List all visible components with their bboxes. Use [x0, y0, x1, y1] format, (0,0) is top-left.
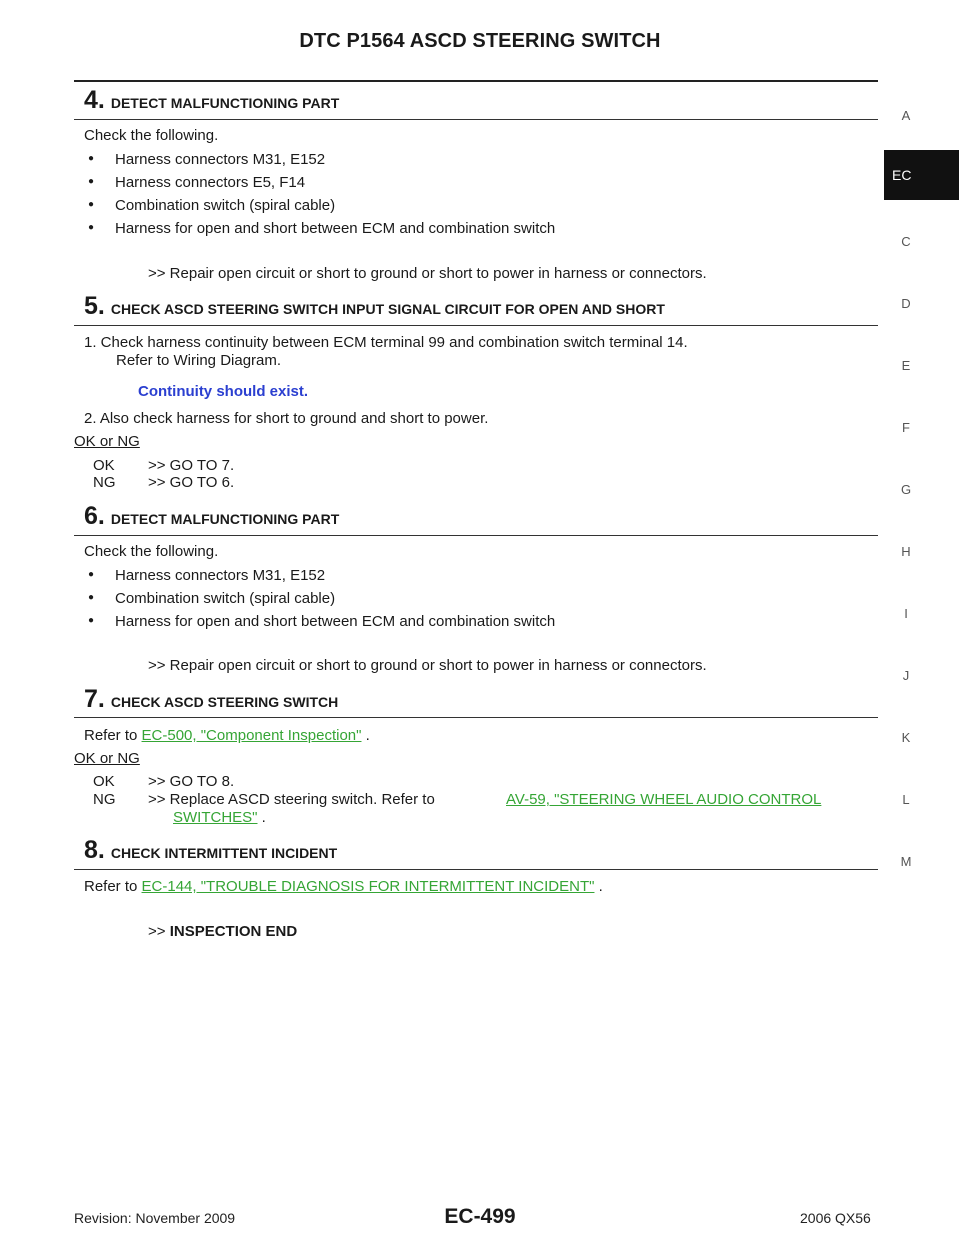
- step-divider: [74, 325, 878, 326]
- step-divider: [74, 717, 878, 718]
- step-number: 7.: [84, 685, 105, 713]
- ng-result: >> GO TO 6.: [148, 474, 235, 491]
- spec-text: Continuity should exist.: [138, 383, 309, 400]
- ok-label: OK: [93, 773, 115, 790]
- list-item: Combination switch (spiral cable): [115, 197, 336, 214]
- section-tab-ec-label: EC: [892, 167, 912, 183]
- list-item: Harness for open and short between ECM a…: [115, 220, 556, 237]
- procedure-item-2: 2. Also check harness for short to groun…: [84, 410, 489, 427]
- refer-line: Refer to EC-144, "TROUBLE DIAGNOSIS FOR …: [84, 877, 603, 896]
- step-title: CHECK INTERMITTENT INCIDENT: [110, 845, 338, 861]
- step-8-heading: 8. CHECK INTERMITTENT INCIDENT: [84, 836, 337, 865]
- model-year: 2006 QX56: [800, 1210, 871, 1226]
- step-7-heading: 7. CHECK ASCD STEERING SWITCH: [84, 685, 338, 714]
- list-item: Harness for open and short between ECM a…: [115, 613, 556, 630]
- step-number: 4.: [84, 86, 105, 114]
- bullet-icon: ●: [88, 592, 95, 603]
- step-title: CHECK ASCD STEERING SWITCH: [110, 694, 339, 710]
- inspection-end-line: >> INSPECTION END: [148, 922, 297, 941]
- procedure-item-1: 1. Check harness continuity between ECM …: [84, 334, 688, 351]
- section-tab-g[interactable]: G: [900, 482, 912, 497]
- refer-suffix: .: [361, 727, 370, 744]
- procedure-item-1-ref: Refer to Wiring Diagram.: [116, 352, 282, 369]
- step-divider: [74, 535, 878, 536]
- ok-result: >> GO TO 7.: [148, 457, 235, 474]
- section-tab-h[interactable]: H: [901, 544, 911, 559]
- bullet-icon: ●: [88, 615, 95, 626]
- ng-label: NG: [93, 474, 116, 491]
- ok-ng-label: OK or NG: [74, 433, 140, 450]
- steering-wheel-audio-link[interactable]: AV-59, "STEERING WHEEL AUDIO CONTROL: [506, 791, 822, 808]
- title-divider: [74, 80, 878, 82]
- bullet-icon: ●: [88, 176, 95, 187]
- step-number: 5.: [84, 292, 105, 320]
- section-tab-e[interactable]: E: [901, 358, 911, 373]
- end-prefix: >>: [148, 923, 170, 940]
- section-tab-ec-active[interactable]: EC: [884, 150, 959, 200]
- inspection-end: INSPECTION END: [169, 923, 298, 940]
- ng-result: >> Replace ASCD steering switch. Refer t…: [148, 791, 435, 808]
- section-tab-m[interactable]: M: [900, 854, 912, 869]
- ng-result-cont: SWITCHES" .: [173, 808, 266, 827]
- page-title: DTC P1564 ASCD STEERING SWITCH: [299, 30, 661, 52]
- bullet-icon: ●: [88, 222, 95, 233]
- step-title: DETECT MALFUNCTIONING PART: [110, 511, 340, 527]
- section-tab-l[interactable]: L: [902, 792, 910, 807]
- revision-date: Revision: November 2009: [74, 1210, 236, 1226]
- step-number: 8.: [84, 836, 105, 864]
- section-tab-d[interactable]: D: [901, 296, 911, 311]
- bullet-icon: ●: [88, 569, 95, 580]
- section-tab-c[interactable]: C: [901, 234, 911, 249]
- list-item: Harness connectors M31, E152: [115, 567, 326, 584]
- step-intro: Check the following.: [84, 543, 219, 560]
- step-divider: [74, 119, 878, 120]
- page-number: EC-499: [444, 1205, 516, 1228]
- step-title: DETECT MALFUNCTIONING PART: [110, 95, 340, 111]
- refer-prefix: Refer to: [84, 878, 142, 895]
- list-item: Combination switch (spiral cable): [115, 590, 336, 607]
- section-tab-i[interactable]: I: [904, 606, 908, 621]
- list-item: Harness connectors E5, F14: [115, 174, 306, 191]
- refer-suffix: .: [594, 878, 603, 895]
- section-tab-k[interactable]: K: [901, 730, 911, 745]
- refer-suffix: .: [257, 809, 266, 826]
- step-result: >> Repair open circuit or short to groun…: [148, 657, 707, 674]
- bullet-icon: ●: [88, 153, 95, 164]
- bullet-icon: ●: [88, 199, 95, 210]
- ng-label: NG: [93, 791, 116, 808]
- list-item: Harness connectors M31, E152: [115, 151, 326, 168]
- step-title: CHECK ASCD STEERING SWITCH INPUT SIGNAL …: [110, 301, 665, 317]
- step-number: 6.: [84, 502, 105, 530]
- ok-result: >> GO TO 8.: [148, 773, 235, 790]
- refer-line: Refer to EC-500, "Component Inspection" …: [84, 726, 370, 745]
- step-result: >> Repair open circuit or short to groun…: [148, 265, 707, 282]
- step-intro: Check the following.: [84, 127, 219, 144]
- ok-ng-label: OK or NG: [74, 750, 140, 767]
- refer-prefix: Refer to: [84, 727, 142, 744]
- switches-link[interactable]: SWITCHES": [173, 809, 258, 826]
- intermittent-incident-link[interactable]: EC-144, "TROUBLE DIAGNOSIS FOR INTERMITT…: [141, 878, 595, 895]
- step-divider: [74, 869, 878, 870]
- section-tab-f[interactable]: F: [902, 420, 910, 435]
- ok-label: OK: [93, 457, 115, 474]
- step-6-heading: 6. DETECT MALFUNCTIONING PART: [84, 502, 339, 531]
- step-4-heading: 4. DETECT MALFUNCTIONING PART: [84, 86, 339, 115]
- step-5-heading: 5. CHECK ASCD STEERING SWITCH INPUT SIGNA…: [84, 292, 665, 321]
- component-inspection-link[interactable]: EC-500, "Component Inspection": [141, 727, 362, 744]
- section-tab-a[interactable]: A: [901, 108, 911, 123]
- section-tab-j[interactable]: J: [902, 668, 910, 683]
